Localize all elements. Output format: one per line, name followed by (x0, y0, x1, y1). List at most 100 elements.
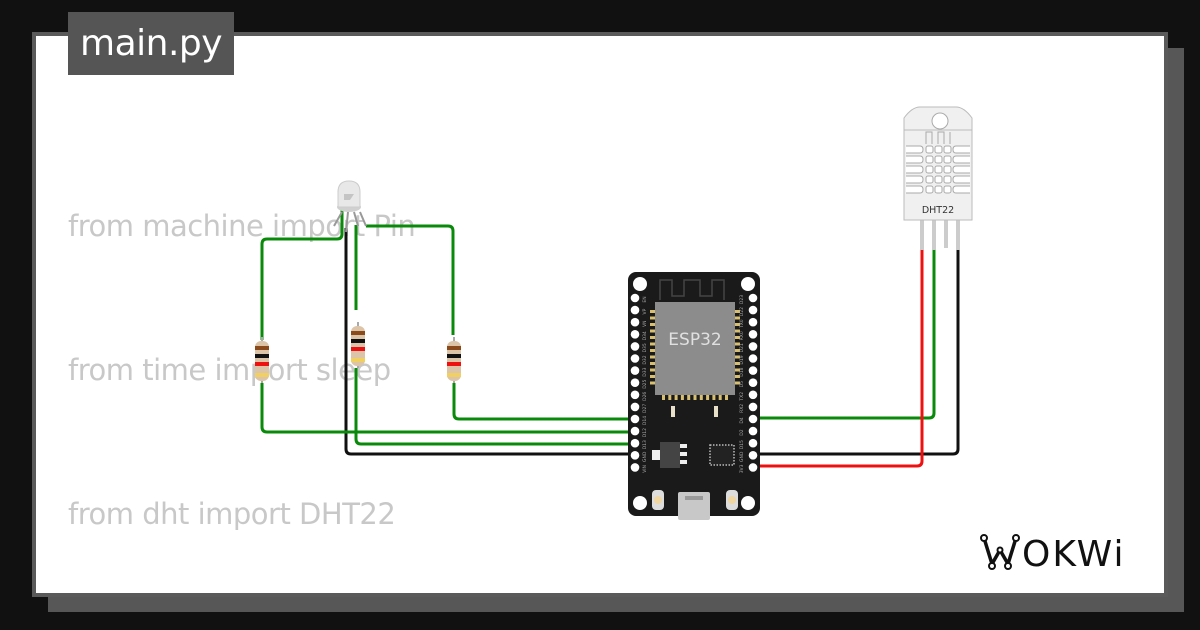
boot-button[interactable] (726, 490, 738, 510)
antenna-trace (659, 279, 725, 300)
wokwi-wordmark: OKWi (1022, 534, 1125, 575)
mount-hole (633, 496, 647, 510)
mount-hole (633, 277, 647, 291)
wire-led-common[interactable] (344, 228, 636, 456)
pin-label: VP (642, 308, 648, 314)
pin-vp[interactable] (630, 305, 640, 315)
pin-label: D12 (642, 428, 648, 437)
pin-d12[interactable] (630, 426, 640, 436)
file-tab[interactable]: main.py (68, 12, 235, 75)
pin-d19[interactable] (748, 354, 758, 363)
wire-led-red[interactable] (260, 210, 344, 340)
wire-dht-vcc[interactable] (754, 250, 924, 468)
resistor-band (447, 362, 461, 366)
pin-label: D21 (739, 343, 745, 352)
pin-d33[interactable] (630, 366, 640, 375)
pin-label: D13 (642, 440, 648, 449)
pin-label: VN (642, 320, 648, 326)
pin-label: D15 (739, 440, 745, 449)
wire-r3-d14[interactable] (452, 383, 636, 421)
pin-label: D32 (642, 355, 648, 364)
resistor-band (351, 331, 365, 335)
pin-d5[interactable] (748, 378, 758, 388)
resistor-band (255, 362, 269, 366)
wokwi-logo-mark: OKWi (980, 534, 1125, 575)
chip-pads (650, 310, 740, 400)
pin-vn[interactable] (630, 317, 640, 327)
pin-label: D19 (739, 355, 745, 364)
pin-label: D25 (642, 379, 648, 388)
esp32-chip (655, 302, 735, 395)
pin-tx0[interactable] (748, 317, 758, 327)
pin-d34[interactable] (630, 330, 640, 339)
pin-vin[interactable] (630, 463, 640, 472)
pin-d23[interactable] (748, 293, 758, 303)
wire-dht-data[interactable] (754, 250, 936, 420)
pin-label: 3V3 (739, 464, 745, 473)
wire-r1-d13[interactable] (260, 383, 636, 434)
pin-label: D5 (739, 381, 745, 387)
pin-gnd[interactable] (748, 451, 758, 460)
pin-d21[interactable] (748, 342, 758, 351)
pin-d2[interactable] (748, 426, 758, 436)
pin-gnd[interactable] (630, 451, 640, 460)
pin-label: D2 (739, 429, 745, 435)
pin-label: D23 (739, 295, 745, 304)
esp32-board[interactable]: ESP32 ENVPVND34D35D32D33D25D26D27D14D12D… (628, 272, 760, 520)
pin-rx2[interactable] (748, 402, 758, 412)
pin-label: GND (642, 451, 648, 462)
resistor-band (447, 373, 461, 377)
resistor-2[interactable] (351, 322, 365, 368)
pin-rx0[interactable] (748, 330, 758, 339)
resistor-1[interactable] (255, 337, 269, 383)
wokwi-logo: OKWi (978, 528, 1150, 580)
pin-label: D14 (642, 416, 648, 425)
pin-label: D4 (739, 417, 745, 423)
pin-label: RX2 (739, 404, 745, 413)
voltage-regulator (660, 442, 680, 468)
code-preview: from machine import Pin from time import… (68, 106, 612, 593)
pin-d14[interactable] (630, 414, 640, 424)
wire-dht-gnd[interactable] (754, 250, 960, 456)
wires (260, 210, 960, 468)
resistor-band (255, 373, 269, 377)
dht22-label: DHT22 (922, 205, 954, 216)
pin-d25[interactable] (630, 378, 640, 388)
pin-d35[interactable] (630, 342, 640, 351)
project-card: from machine import Pin from time import… (32, 32, 1168, 597)
pin-label: D35 (642, 343, 648, 352)
pin-d13[interactable] (630, 438, 640, 448)
pin-d27[interactable] (630, 402, 640, 412)
pin-d18[interactable] (748, 366, 758, 375)
pin-en[interactable] (630, 293, 640, 303)
rgb-led[interactable] (333, 180, 367, 233)
pin-label: RX0 (739, 331, 745, 340)
esp32-label: ESP32 (668, 330, 721, 350)
pin-label: VIN (642, 465, 648, 473)
en-button[interactable] (652, 490, 664, 510)
pin-tx2[interactable] (748, 390, 758, 400)
pin-d26[interactable] (630, 390, 640, 400)
right-pin-header: D23D22TX0RX0D21D19D18D5TX2RX2D4D2D15GND3… (739, 293, 758, 473)
pin-label: D27 (642, 404, 648, 413)
usb-uart-chip (709, 444, 735, 466)
pin-label: D18 (739, 367, 745, 376)
mount-hole (741, 496, 755, 510)
wire-led-blue[interactable] (366, 224, 455, 335)
pin-label: TX2 (739, 392, 745, 402)
pin-3v3[interactable] (748, 463, 758, 472)
resistor-3[interactable] (447, 337, 461, 383)
dht22-sensor[interactable]: DHT22 (903, 106, 973, 250)
wire-r2-d12[interactable] (354, 368, 636, 446)
pin-d22[interactable] (748, 305, 758, 315)
resistor-band (447, 354, 461, 358)
resistor-band (255, 354, 269, 358)
pin-d32[interactable] (630, 354, 640, 363)
pin-d15[interactable] (748, 438, 758, 448)
resistor-band (351, 339, 365, 343)
pin-label: TX0 (739, 319, 745, 329)
resistor-band (255, 346, 269, 350)
pin-label: D34 (642, 331, 648, 340)
pin-d4[interactable] (748, 414, 758, 424)
